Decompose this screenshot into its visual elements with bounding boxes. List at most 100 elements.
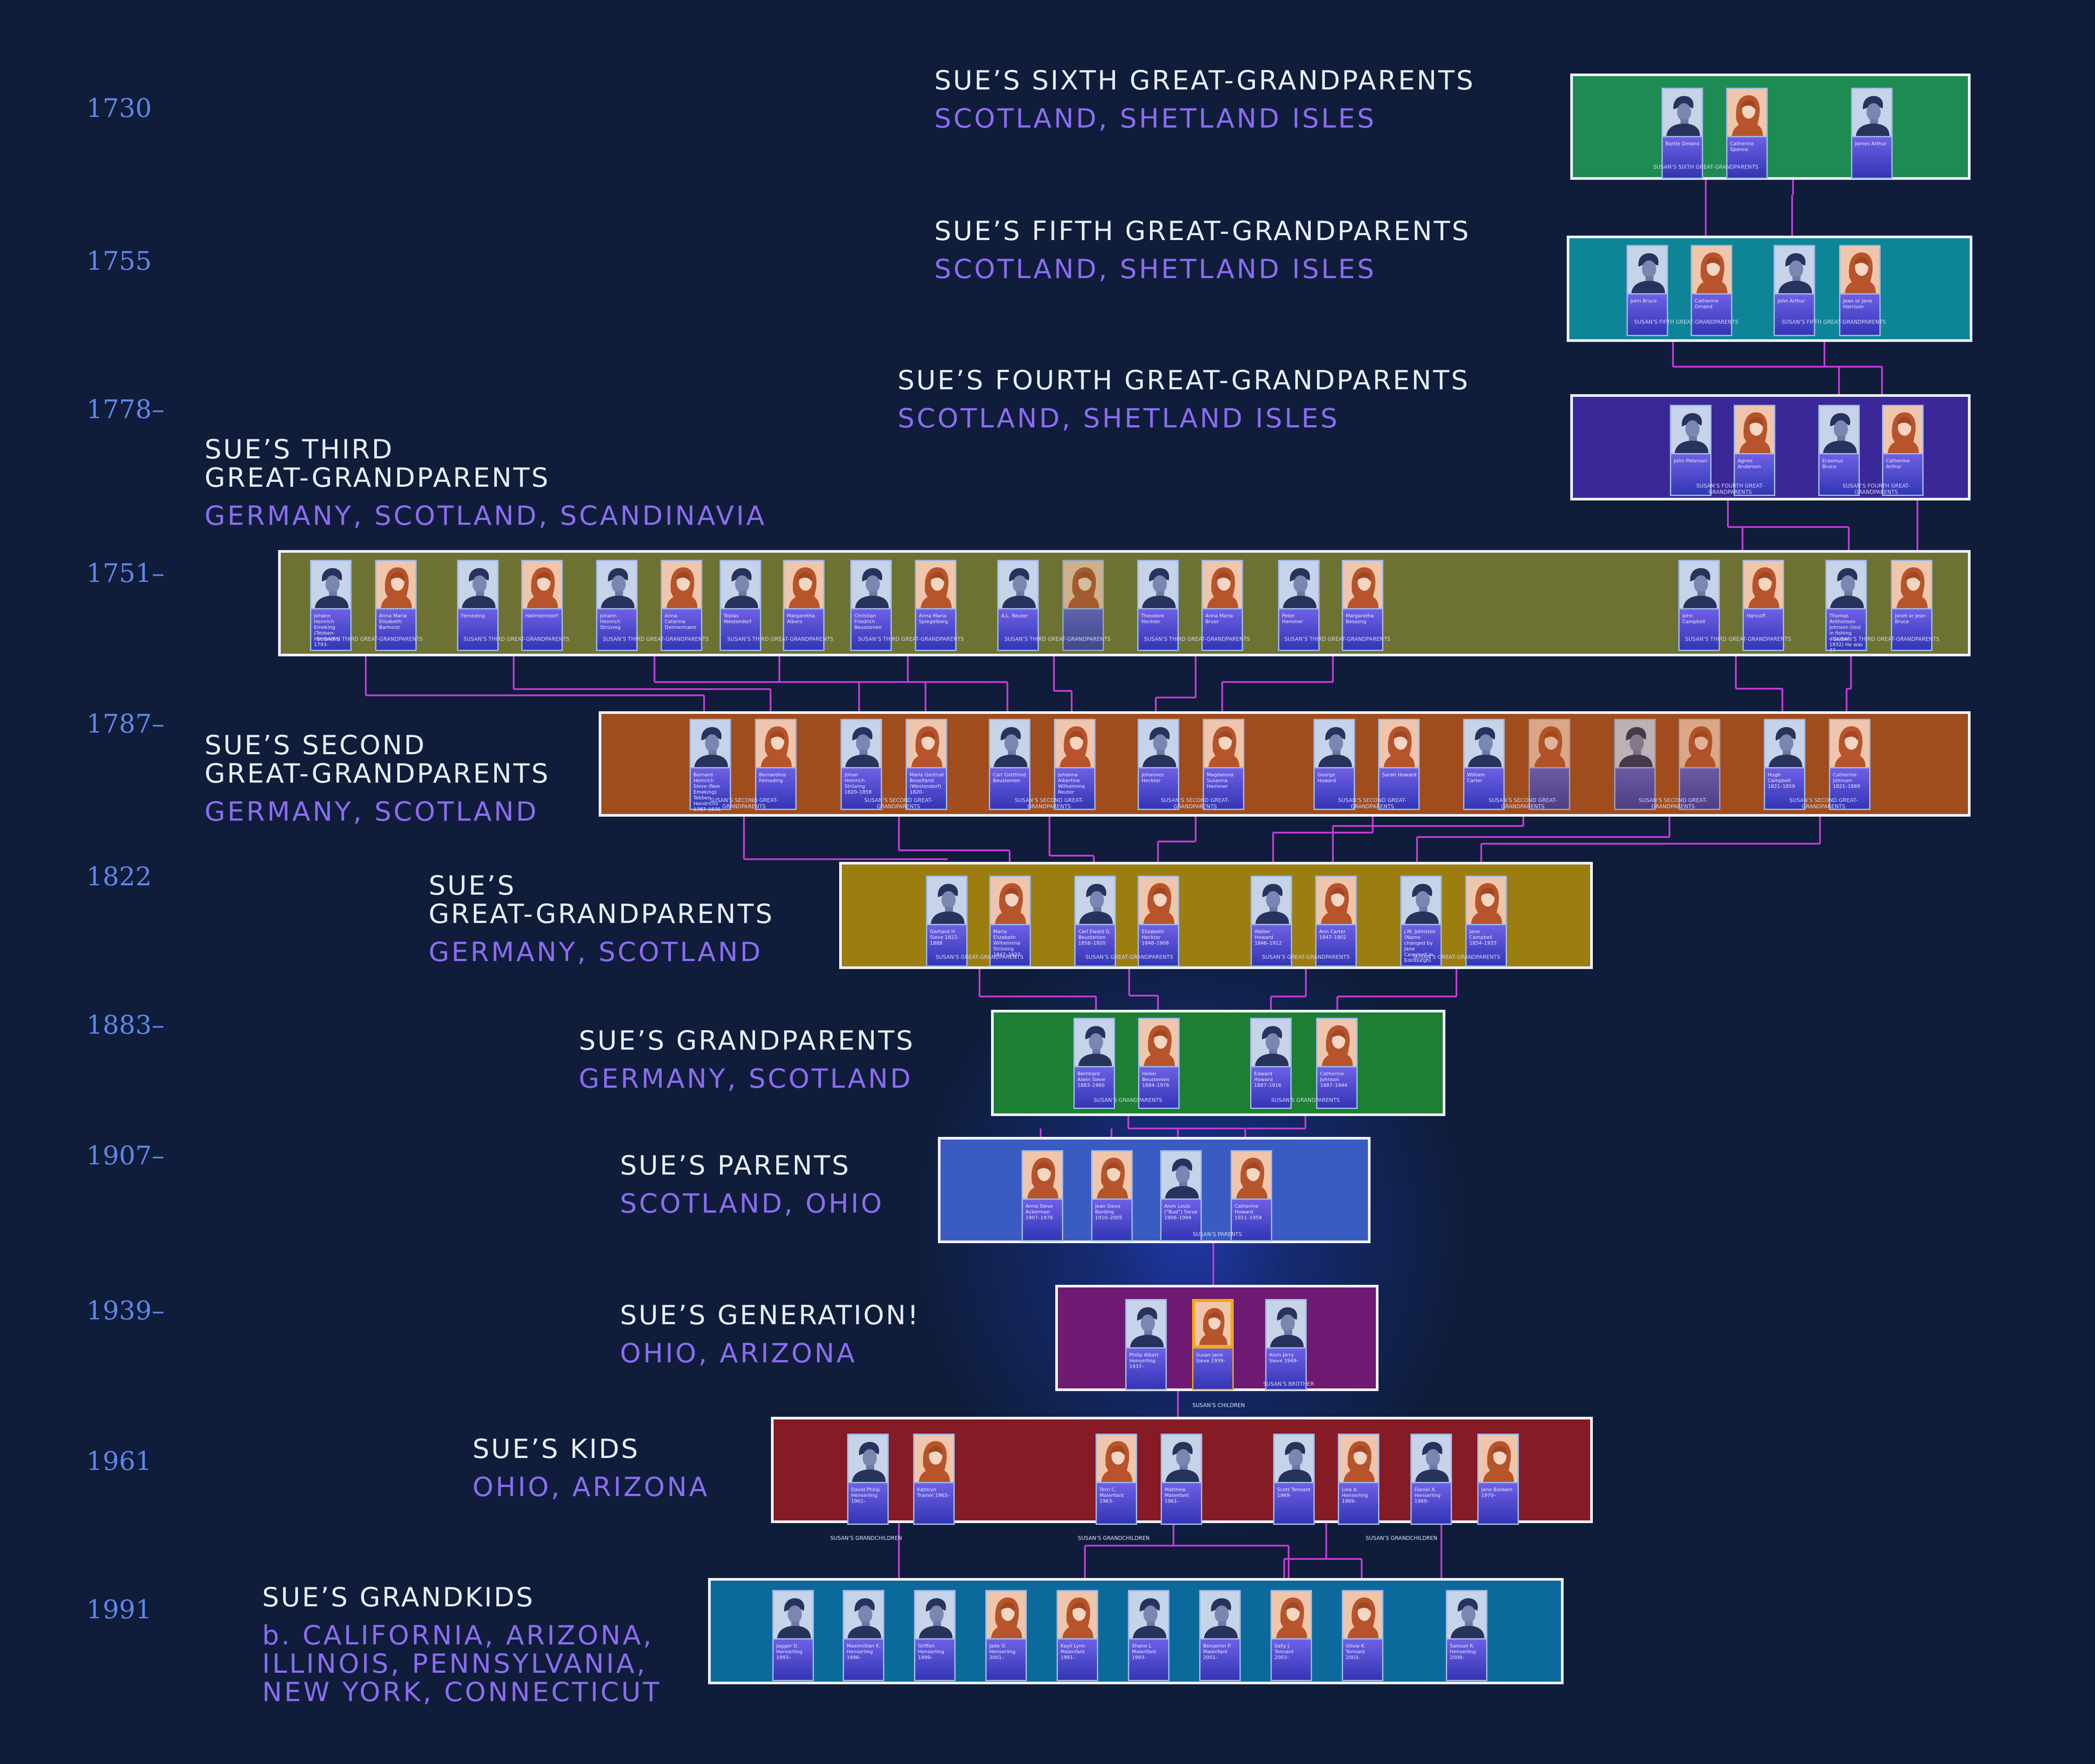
person-card-subject[interactable]: Susan Jane Sieve 1939– (1192, 1299, 1234, 1390)
person-name: Daniel A. Henserling 1969– (1414, 1487, 1441, 1504)
woman-portrait-icon (1192, 1299, 1234, 1349)
person-card[interactable]: Sally J. Tennant 2003– (1270, 1590, 1312, 1681)
person-card[interactable]: Carl Ewald G. Beustenien 1856–1920 (1074, 876, 1116, 967)
person-card[interactable]: Bartle Omand (1661, 88, 1703, 179)
person-card[interactable] (1062, 560, 1104, 651)
person-card[interactable]: John Bruce (1626, 245, 1668, 336)
person-card[interactable]: Margaretha Bessong (1342, 560, 1383, 651)
person-card[interactable]: Catherine Omand (1691, 245, 1732, 336)
man-portrait-icon (1825, 560, 1867, 609)
person-name: Scott Tennant 1969– (1277, 1487, 1311, 1498)
person-card[interactable]: Catherine Johnson 1887–1944 (1316, 1018, 1358, 1109)
person-card[interactable]: Helen Beustenien 1884–1976 (1138, 1018, 1180, 1109)
person-card[interactable]: Catherine Spence (1726, 88, 1768, 179)
person-card[interactable]: Johanna Albertine Wilhelmina Reuter (1054, 719, 1096, 810)
person-card[interactable]: George Howard (1313, 719, 1355, 810)
person-card[interactable]: Theodore Heckter (1137, 560, 1179, 651)
person-card[interactable]: Bernard Heinrich Sieve (Nee Emeking) Teb… (689, 719, 731, 812)
person-card[interactable]: Maria Gertrud Beselfand (Westendorf) 182… (906, 719, 947, 810)
person-card[interactable]: Jane Campbell 1854–1933 (1465, 876, 1507, 967)
person-card[interactable]: Jagger D. Henserling 1993– (772, 1590, 814, 1681)
person-card[interactable]: Johannes Heckter (1138, 719, 1179, 810)
person-card[interactable]: Bernardina Femeding (755, 719, 797, 810)
person-card[interactable]: Gerhard H Sieve 1822–1888 (926, 876, 968, 967)
person-card[interactable]: Olivia K. Tennant 2003– (1342, 1590, 1383, 1681)
person-name: Johan Heinrich Strüving 1820–1858 (844, 772, 872, 795)
person-card[interactable]: Kayli Lynn Malenfant 1991– (1057, 1590, 1098, 1681)
person-card[interactable]: David Philip Henserling 1961– (847, 1434, 889, 1525)
person-card[interactable] (1614, 719, 1656, 810)
person-card[interactable]: Anna Catarina Deimermann (661, 560, 702, 651)
person-card[interactable]: A.L. Reuter (997, 560, 1039, 651)
person-card[interactable]: William Carter (1463, 719, 1505, 810)
person-card[interactable]: James Arthur (1851, 88, 1893, 179)
person-card[interactable]: Shane L. Malenfant 1993– (1128, 1590, 1169, 1681)
person-card[interactable]: Alvin Louis (“Bud”) Sieve 1906–1994 (1160, 1150, 1202, 1241)
person-card[interactable]: Maximillian K. Henserling 1996– (843, 1590, 884, 1681)
person-card[interactable]: Daniel A. Henserling 1969– (1410, 1434, 1452, 1525)
person-card[interactable]: Catherine Arthur (1882, 405, 1924, 496)
person-card[interactable]: Johann Heinrich Strüving (596, 560, 638, 651)
person-card[interactable] (1529, 719, 1570, 810)
person-card[interactable]: John Campbell (1678, 560, 1720, 651)
person-card[interactable]: Magdalena Susanna Hemmer (1203, 719, 1244, 810)
person-card[interactable]: Lola A. Henserling 1969– (1338, 1434, 1379, 1525)
person-card[interactable]: Griffen Henserling 1999– (914, 1590, 956, 1681)
person-card[interactable]: Jane Baldwin 1970– (1477, 1434, 1519, 1525)
person-card[interactable]: Catherine Howard 1911–1959 (1231, 1150, 1272, 1241)
person-card[interactable]: Philip Albert Henserling 1937– (1125, 1299, 1167, 1390)
year-label: 1907– (86, 1140, 165, 1171)
person-card[interactable]: Alvin Jerry Sieve 1949– (1265, 1299, 1307, 1390)
person-card[interactable]: Hugh Campbell 1821–1859 (1764, 719, 1805, 810)
person-card[interactable]: Bernhard Alwin Sieve 1883–1960 (1073, 1018, 1115, 1109)
person-card[interactable]: Elizabeth Heckter 1848–1908 (1138, 876, 1179, 967)
person-card[interactable]: Terri C. Malenfant 1963– (1096, 1434, 1137, 1525)
generation-places: GERMANY, SCOTLAND (579, 1065, 915, 1093)
person-name: Alvin Jerry Sieve 1949– (1269, 1352, 1299, 1364)
person-card[interactable]: Janet or Jean Bruce (1891, 560, 1932, 651)
person-card[interactable]: Anna Maria Elisabeth Barhorst (375, 560, 417, 651)
person-card[interactable]: Hallmeinstorf (521, 560, 563, 651)
person-card[interactable] (1679, 719, 1720, 810)
person-card[interactable]: Carl Gottfried Beustenien (989, 719, 1030, 810)
person-info-panel: Bartle Omand (1661, 137, 1703, 179)
person-card[interactable]: Johan Heinrich Strüving 1820–1858 (840, 719, 882, 810)
person-card[interactable]: Edward Howard 1887–1916 (1250, 1018, 1292, 1109)
person-card[interactable]: Johann Heinrich Emeking (Tebben-Hendrich… (310, 560, 352, 651)
person-card[interactable]: Anna Maria Bruer (1201, 560, 1243, 651)
person-card[interactable]: J.M. Johnston (Name changed by Jane Camp… (1400, 876, 1442, 967)
person-card[interactable]: Ann Carter 1847–1902 (1315, 876, 1357, 967)
person-card[interactable]: Femeding (457, 560, 499, 651)
person-card[interactable]: Maria Elizabeth Wilhelmina Strüving 1847… (989, 876, 1031, 967)
person-card[interactable]: Anna Sieve Ackerman 1907–1976 (1022, 1150, 1063, 1241)
person-card[interactable]: Benjamin P. Malenfant 2001– (1199, 1590, 1241, 1681)
person-card[interactable]: Samuel R. Henserling 2008– (1446, 1590, 1487, 1681)
person-card[interactable]: Peter Hemmer (1278, 560, 1320, 651)
person-card[interactable]: Jean Sieve Bording 1910–2005 (1091, 1150, 1133, 1241)
person-card[interactable]: Tobias Westendorf (720, 560, 761, 651)
person-card[interactable]: Jade O. Henserling 2001– (985, 1590, 1027, 1681)
man-portrait-icon (1446, 1590, 1487, 1640)
person-card[interactable]: Christian Friedrich Beustenien (850, 560, 892, 651)
generation-place-line: SCOTLAND, OHIO (620, 1188, 884, 1219)
person-card[interactable]: John Arthur (1774, 245, 1815, 336)
person-card[interactable]: Catherine Johnsen 1821–1889 (1829, 719, 1870, 810)
person-card[interactable]: Anna Maria Spiegelberg (915, 560, 956, 651)
person-card[interactable]: Jean or Jane Harrison (1839, 245, 1881, 336)
person-card[interactable]: Walter Howard 1846–1912 (1251, 876, 1292, 967)
person-name: Agnes Anderson (1738, 458, 1761, 469)
person-card[interactable]: Erasmus Bruce (1818, 405, 1860, 496)
person-name: Samuel R. Henserling 2008– (1450, 1643, 1476, 1660)
relationship-caption: SUSAN’S SECOND GREAT-GRANDPARENTS (1338, 797, 1407, 810)
person-card[interactable]: Margaretha Albers (783, 560, 825, 651)
person-card[interactable]: John Peterson (1670, 405, 1712, 496)
person-card[interactable]: Matthew Malenfant 1961– (1161, 1434, 1202, 1525)
person-card[interactable]: Hancoff (1743, 560, 1784, 651)
person-card[interactable]: Sarah Howard (1378, 719, 1420, 810)
person-card[interactable]: Agnes Anderson (1734, 405, 1775, 496)
person-card[interactable]: Scott Tennant 1969– (1273, 1434, 1315, 1525)
person-card[interactable]: Thomas Anthonsen Johnsen (lost in fishin… (1825, 560, 1867, 653)
person-card[interactable]: Kathryn Tramel 1963– (913, 1434, 955, 1525)
